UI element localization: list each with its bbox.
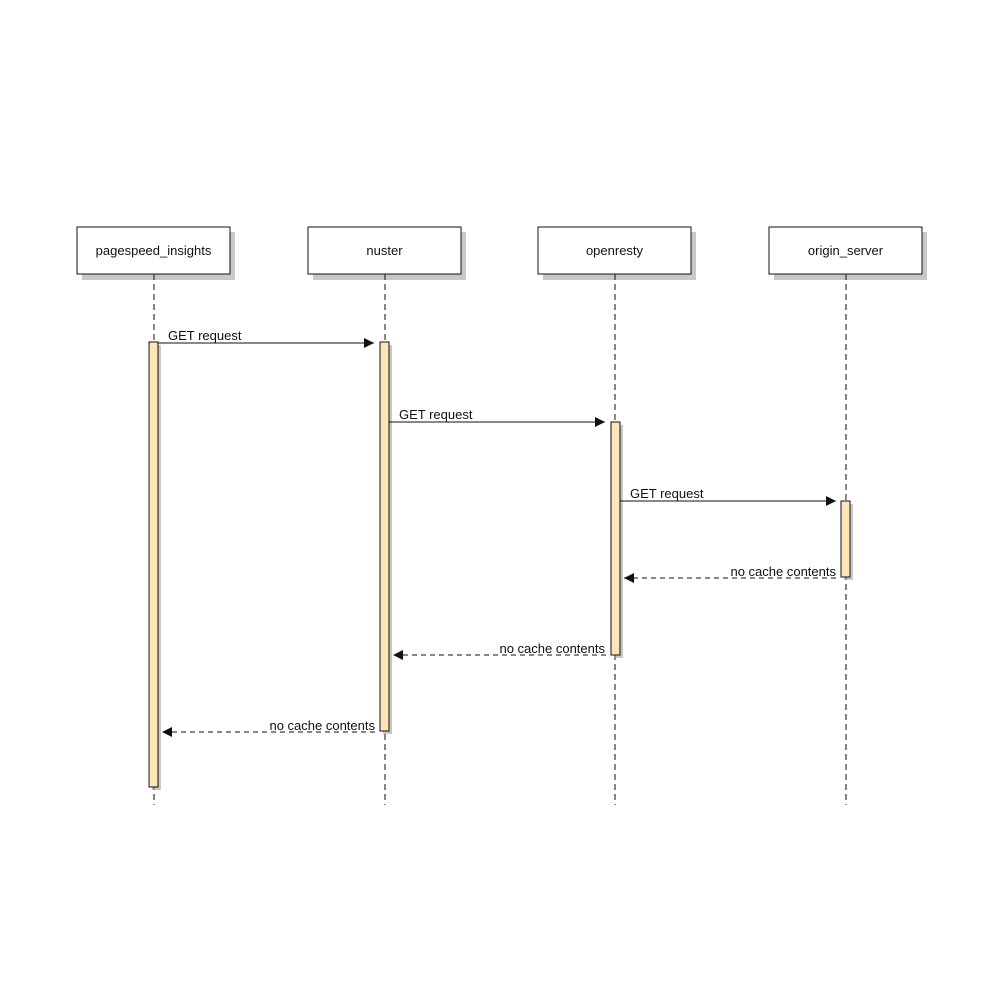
participant-box: openresty bbox=[537, 226, 696, 280]
message-label: GET request bbox=[168, 328, 242, 343]
participant-label: nuster bbox=[366, 243, 403, 258]
message-label: no cache contents bbox=[730, 564, 836, 579]
message-get-request: GET request bbox=[620, 486, 836, 506]
activation-bar bbox=[148, 341, 161, 790]
participant-label: openresty bbox=[586, 243, 644, 258]
message-label: GET request bbox=[630, 486, 704, 501]
message-no-cache-contents: no cache contents bbox=[162, 718, 375, 737]
message-label: no cache contents bbox=[269, 718, 375, 733]
message-label: GET request bbox=[399, 407, 473, 422]
message-no-cache-contents: no cache contents bbox=[393, 641, 606, 660]
message-label: no cache contents bbox=[499, 641, 605, 656]
activation-bar bbox=[379, 341, 392, 734]
participant-box: nuster bbox=[307, 226, 466, 280]
message-get-request: GET request bbox=[158, 328, 374, 348]
activation-bar bbox=[610, 421, 623, 658]
participant-label: origin_server bbox=[808, 243, 884, 258]
activation-bar bbox=[840, 500, 853, 580]
participant-box: pagespeed_insights bbox=[76, 226, 235, 280]
message-get-request: GET request bbox=[389, 407, 605, 427]
message-no-cache-contents: no cache contents bbox=[624, 564, 836, 583]
participant-label: pagespeed_insights bbox=[96, 243, 212, 258]
participant-box: origin_server bbox=[768, 226, 927, 280]
